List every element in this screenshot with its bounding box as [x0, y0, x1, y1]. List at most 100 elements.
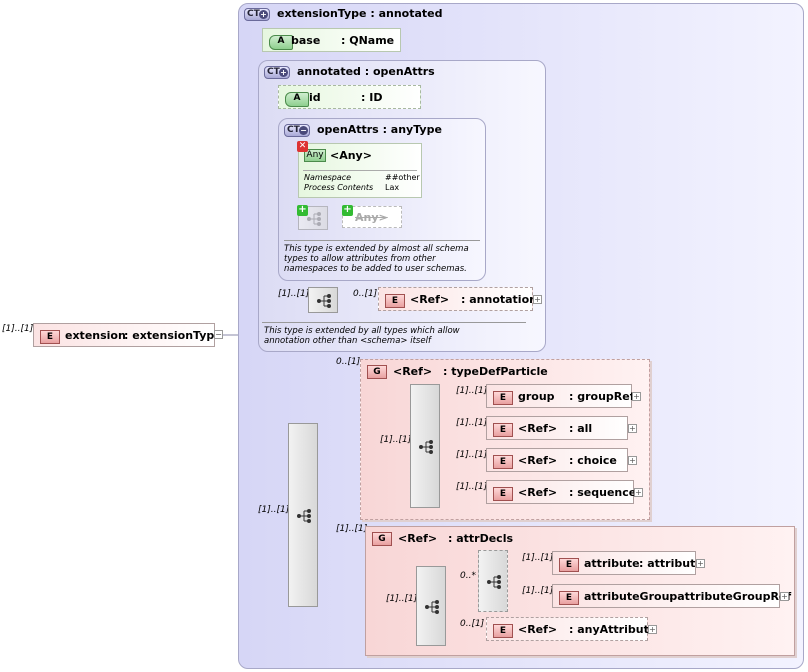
root-cardinality: [1]..[1] — [2, 324, 34, 334]
expand-toggle-icon[interactable]: + — [628, 456, 637, 465]
any-attribute-box[interactable]: Any <Any> Namespace ##other Process Cont… — [298, 143, 422, 198]
expand-toggle-icon[interactable]: + — [634, 488, 643, 497]
optional-x-icon: ✕ — [297, 141, 308, 152]
optional-plus-icon: + — [297, 204, 308, 216]
choice-cardinality: 0..* — [460, 571, 476, 581]
complex-type-title: extensionType : annotated — [277, 7, 443, 20]
element-badge-icon: E — [559, 558, 579, 572]
expand-toggle-icon[interactable]: + — [632, 392, 641, 401]
complex-type-title: openAttrs : anyType — [317, 123, 442, 136]
element-ref-choice[interactable]: E <Ref> : choice — [486, 448, 628, 472]
item-cardinality: [1]..[1] — [456, 386, 488, 396]
choice-compositor[interactable] — [410, 384, 440, 508]
attrdecls-sequence-cardinality: [1]..[1] — [386, 594, 418, 604]
annotated-documentation: This type is extended by all types which… — [264, 326, 460, 346]
element-name: : all — [569, 422, 593, 435]
item-cardinality: [1]..[1] — [456, 482, 488, 492]
attribute-base[interactable]: A base : QName — [262, 28, 401, 52]
sequence-icon — [307, 212, 321, 226]
expand-toggle-icon[interactable]: + — [533, 295, 542, 304]
sequence-compositor[interactable] — [416, 566, 446, 646]
element-name: : attribute — [639, 557, 703, 570]
element-ref: attributeGroup — [584, 590, 678, 603]
annotation-cardinality: 0..[1] — [353, 289, 378, 299]
element-ref: attribute — [584, 557, 640, 570]
element-name: : sequence — [569, 486, 637, 499]
process-contents-value: Lax — [385, 183, 400, 192]
divider — [303, 170, 417, 171]
attribute-id[interactable]: A id : ID — [278, 85, 421, 109]
element-attributeGroup[interactable]: E attributeGroup : attributeGroupRef — [552, 584, 791, 608]
root-element-extension[interactable]: E extension : extensionType — [33, 323, 222, 347]
element-badge-icon: E — [493, 423, 513, 437]
any-element-box[interactable]: Any> — [342, 206, 402, 228]
element-name: : choice — [569, 454, 617, 467]
sequence-icon — [425, 600, 439, 614]
group-ref: <Ref> — [393, 365, 433, 378]
element-attribute[interactable]: E attribute : attribute — [552, 551, 703, 575]
element-type: : extensionType — [124, 329, 222, 342]
element-badge-icon: E — [493, 391, 513, 405]
element-ref-annotation[interactable]: E <Ref> : annotation — [378, 287, 537, 311]
group-ref: <Ref> — [398, 532, 438, 545]
element-ref: <Ref> — [410, 293, 450, 306]
element-ref-anyAttribute[interactable]: E <Ref> : anyAttribute — [486, 617, 656, 641]
sequence-icon — [487, 575, 501, 589]
any-element-name: Any> — [355, 211, 388, 224]
group-badge-icon: G — [367, 365, 387, 379]
process-contents-label: Process Contents — [304, 183, 374, 192]
complex-type-badge-icon: CT− — [284, 124, 310, 137]
element-ref: <Ref> — [518, 454, 558, 467]
expand-toggle-icon[interactable]: + — [628, 424, 637, 433]
group-name: : typeDefParticle — [443, 365, 548, 378]
main-sequence-compositor[interactable] — [288, 423, 318, 607]
any-attribute-cardinality: 0..[1] — [460, 619, 485, 629]
typedef-sequence-cardinality: [1]..[1] — [380, 435, 412, 445]
attribute-badge-icon: A — [269, 35, 293, 50]
group-name: : attrDecls — [448, 532, 514, 545]
element-group[interactable]: E group : groupRef — [486, 384, 635, 408]
element-name: : attributeGroupRef — [669, 590, 792, 603]
openAttrs-documentation: This type is extended by almost all sche… — [284, 244, 469, 274]
expand-toggle-icon[interactable]: + — [648, 625, 657, 634]
attrdecls-cardinality: [1]..[1] — [336, 524, 368, 534]
element-badge-icon: E — [559, 591, 579, 605]
divider — [262, 322, 526, 323]
item-cardinality: [1]..[1] — [456, 450, 488, 460]
namespace-value: ##other — [385, 173, 420, 182]
complex-type-title: annotated : openAttrs — [297, 65, 435, 78]
element-badge-icon: E — [493, 624, 513, 638]
any-name: <Any> — [330, 149, 372, 162]
attribute-type: : ID — [361, 91, 383, 104]
attribute-name: id — [309, 91, 321, 104]
expand-toggle-icon[interactable]: + — [696, 559, 705, 568]
any-badge-icon: Any — [304, 149, 326, 162]
element-ref-all[interactable]: E <Ref> : all — [486, 416, 628, 440]
group-badge-icon: G — [372, 532, 392, 546]
sequence-icon — [297, 509, 311, 523]
attribute-name: base — [291, 34, 321, 47]
element-ref-sequence[interactable]: E <Ref> : sequence — [486, 480, 637, 504]
element-badge-icon: E — [493, 455, 513, 469]
divider — [284, 240, 480, 241]
attribute-badge-icon: A — [285, 92, 309, 107]
element-badge-icon: E — [493, 487, 513, 501]
sequence-icon — [317, 294, 331, 308]
attribute-type: : QName — [341, 34, 395, 47]
element-ref: <Ref> — [518, 422, 558, 435]
element-name: : annotation — [461, 293, 537, 306]
element-badge-icon: E — [385, 294, 405, 308]
namespace-label: Namespace — [304, 173, 352, 182]
collapse-toggle-icon[interactable]: − — [214, 330, 223, 339]
item-cardinality: [1]..[1] — [522, 553, 554, 563]
typedef-cardinality: 0..[1] — [336, 357, 361, 367]
element-ref: <Ref> — [518, 623, 558, 636]
optional-plus-icon: + — [342, 204, 353, 216]
element-badge-icon: E — [40, 330, 60, 344]
sequence-icon — [419, 440, 433, 454]
expand-toggle-icon[interactable]: + — [780, 592, 789, 601]
item-cardinality: [1]..[1] — [522, 586, 554, 596]
sequence-compositor[interactable] — [308, 287, 338, 313]
element-name: : anyAttribute — [569, 623, 657, 636]
choice-compositor[interactable] — [478, 550, 508, 612]
